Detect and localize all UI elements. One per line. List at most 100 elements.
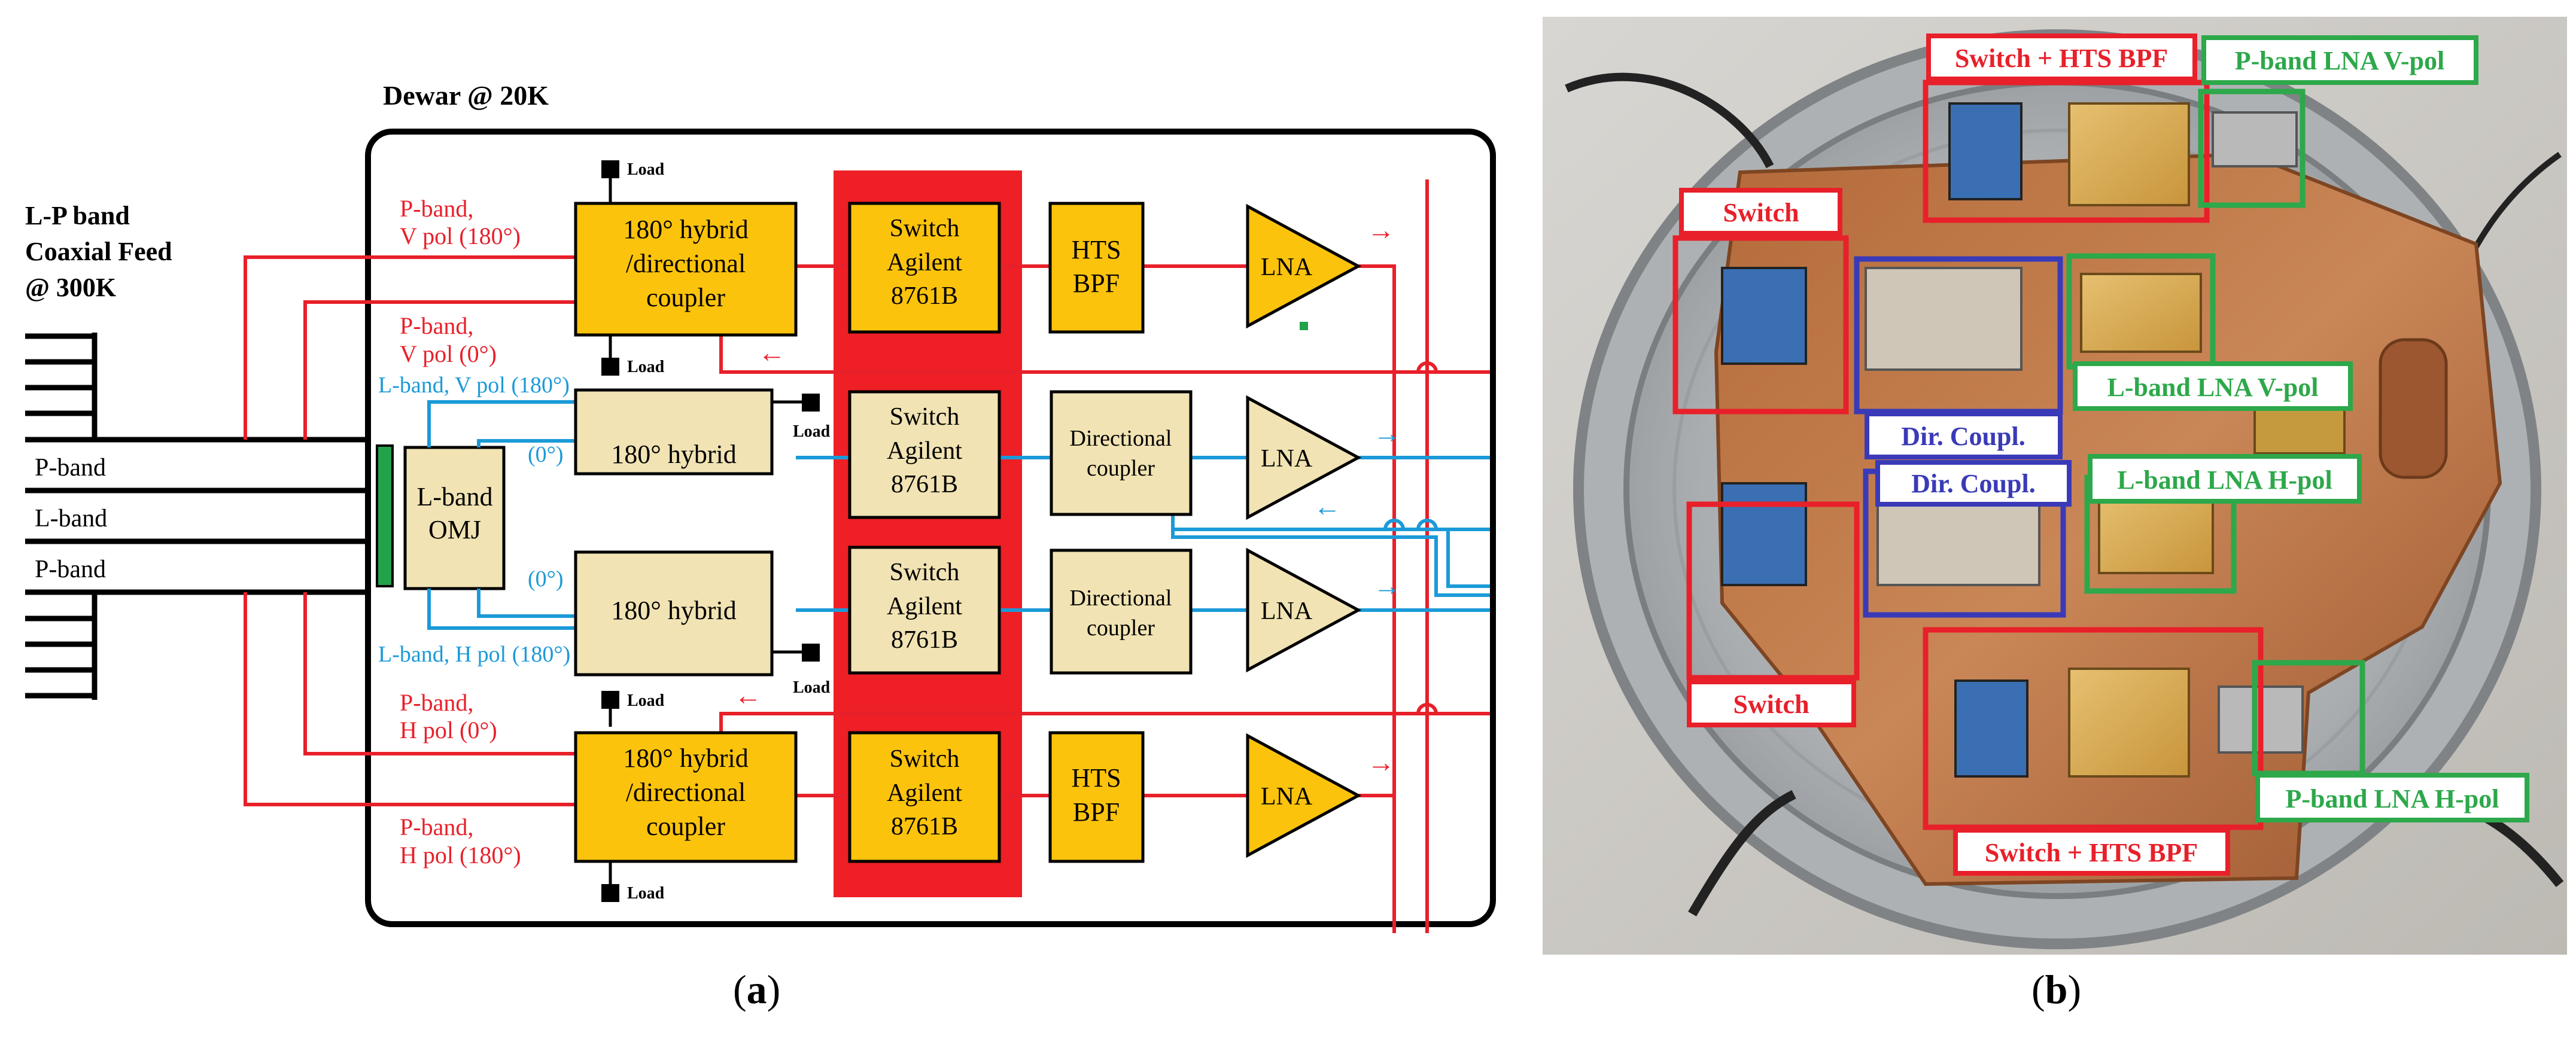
svg-text:Switch: Switch xyxy=(890,559,960,586)
svg-text:8761B: 8761B xyxy=(891,282,958,310)
hts-bpf-top xyxy=(1048,202,1145,334)
port-l-0-bottom: (0°) xyxy=(528,566,564,592)
p-output-lines xyxy=(719,179,1490,933)
feed-band-p-top: P-band xyxy=(35,454,106,482)
l-port-labels: L-band, V pol (180°) (0°) (0°) L-band, H… xyxy=(378,373,570,667)
svg-text:/directional: /directional xyxy=(626,249,746,278)
svg-text:Directional: Directional xyxy=(1070,426,1172,451)
dewar-outline xyxy=(365,129,1496,927)
label-switch-top: Switch xyxy=(1723,198,1799,227)
svg-text:Switch: Switch xyxy=(890,745,960,773)
photo-labels: Switch + HTS BPF P-band LNA V-pol Switch… xyxy=(1679,33,2529,876)
photo-modules xyxy=(1721,102,2448,778)
load-label-6: Load xyxy=(627,884,665,903)
svg-text:LNA: LNA xyxy=(1261,598,1313,625)
svg-text:←: ← xyxy=(1313,491,1341,522)
svg-text:8761B: 8761B xyxy=(891,626,958,654)
svg-text:180° hybrid: 180° hybrid xyxy=(611,596,736,625)
svg-text:Agilent: Agilent xyxy=(887,593,962,620)
label-dir-coupl-1: Dir. Coupl. xyxy=(1901,422,2025,451)
feed-label-2: Coaxial Feed xyxy=(25,237,172,266)
dir-coupler-bottom xyxy=(1050,549,1193,675)
label-switch-hts-top: Switch + HTS BPF xyxy=(1955,44,2168,73)
l-output-lines xyxy=(796,456,1490,612)
switch-2 xyxy=(848,390,1001,519)
port-p-h180-2: H pol (180°) xyxy=(400,842,521,869)
svg-text:Agilent: Agilent xyxy=(887,779,962,807)
svg-text:coupler: coupler xyxy=(1087,616,1155,641)
svg-text:Agilent: Agilent xyxy=(887,249,962,276)
port-labels: P-band, V pol (180°) P-band, V pol (0°) … xyxy=(400,195,521,869)
svg-text:BPF: BPF xyxy=(1073,269,1120,298)
svg-text:8761B: 8761B xyxy=(891,471,958,498)
hybrid-coupler-top xyxy=(574,202,798,337)
svg-text:180° hybrid: 180° hybrid xyxy=(611,440,736,469)
svg-text:→: → xyxy=(1367,215,1395,245)
omj-label-1: L-band xyxy=(416,482,492,511)
svg-text:HTS: HTS xyxy=(1071,763,1121,793)
svg-text:coupler: coupler xyxy=(1087,456,1155,481)
load-label-3: Load xyxy=(793,422,831,441)
port-p-v180-1: P-band, xyxy=(400,195,473,222)
svg-text:BPF: BPF xyxy=(1073,797,1120,827)
port-p-v0-2: V pol (0°) xyxy=(400,340,497,367)
feed-band-l: L-band xyxy=(35,505,107,532)
row-p-h: 180° hybrid /directional coupler Switch … xyxy=(574,680,1395,863)
port-p-v0-1: P-band, xyxy=(400,312,473,339)
svg-text:←: ← xyxy=(758,337,786,368)
svg-text:coupler: coupler xyxy=(646,812,725,841)
switch-3 xyxy=(848,546,1001,675)
p-band-lines xyxy=(244,255,576,806)
lna-4 xyxy=(1246,733,1362,858)
label-dir-coupl-2: Dir. Coupl. xyxy=(1911,469,2035,498)
label-l-lna-v: L-band LNA V-pol xyxy=(2107,373,2319,402)
lna-2 xyxy=(1246,395,1362,520)
hybrid-bottom xyxy=(574,550,774,677)
svg-text:LNA: LNA xyxy=(1261,254,1313,281)
lna-3 xyxy=(1246,547,1362,673)
feed-horn-icon xyxy=(25,333,371,700)
svg-text:→: → xyxy=(1367,747,1395,778)
label-p-lna-h: P-band LNA H-pol xyxy=(2286,784,2499,813)
omj-bar xyxy=(376,444,394,587)
dewar-label: Dewar @ 20K xyxy=(383,80,549,111)
feed-band-p-bottom: P-band xyxy=(35,556,106,583)
svg-text:←: ← xyxy=(734,680,762,711)
caption-a: (a) xyxy=(733,967,781,1012)
hybrid-top xyxy=(574,388,774,476)
port-p-v180-2: V pol (180°) xyxy=(400,223,521,249)
svg-text:Switch: Switch xyxy=(890,215,960,242)
load-label-2: Load xyxy=(627,358,665,376)
row-p-v: 180° hybrid /directional coupler Switch … xyxy=(574,202,1395,368)
switch-1 xyxy=(848,202,1001,334)
hybrid-coupler-bottom xyxy=(574,731,798,863)
svg-text:180° hybrid: 180° hybrid xyxy=(623,744,748,773)
label-switch-bottom: Switch xyxy=(1733,690,1809,719)
label-p-lna-v: P-band LNA V-pol xyxy=(2235,46,2444,75)
port-p-h0-2: H pol (0°) xyxy=(400,717,497,744)
row-l-v: 180° hybrid Switch Agilent 8761B Directi… xyxy=(574,388,1401,522)
l-band-lines xyxy=(427,400,576,630)
dir-coupler-top xyxy=(1050,390,1193,516)
row-l-h: 180° hybrid Switch Agilent 8761B Directi… xyxy=(574,546,1401,677)
load-label-5: Load xyxy=(627,691,665,710)
port-p-h180-1: P-band, xyxy=(400,813,473,840)
svg-text:Agilent: Agilent xyxy=(887,437,962,465)
port-l-h180: L-band, H pol (180°) xyxy=(378,642,570,667)
switch-4 xyxy=(848,731,1001,863)
feed-label-1: L-P band xyxy=(25,201,130,230)
svg-text:LNA: LNA xyxy=(1261,445,1313,473)
feed-label-3: @ 300K xyxy=(25,273,116,302)
caption-b: (b) xyxy=(2031,967,2082,1012)
svg-text:→: → xyxy=(1373,418,1401,449)
port-l-v180: L-band, V pol (180°) xyxy=(378,373,570,398)
line-crossings xyxy=(1383,361,1438,714)
svg-text:Switch: Switch xyxy=(890,403,960,431)
loads: Load Load Load Load Load Load xyxy=(601,160,831,903)
svg-text:Directional: Directional xyxy=(1070,586,1172,611)
svg-text:→: → xyxy=(1373,571,1401,601)
svg-text:HTS: HTS xyxy=(1071,235,1121,264)
port-l-0-top: (0°) xyxy=(528,442,564,467)
svg-text:180° hybrid: 180° hybrid xyxy=(623,215,748,244)
svg-text:8761B: 8761B xyxy=(891,813,958,840)
